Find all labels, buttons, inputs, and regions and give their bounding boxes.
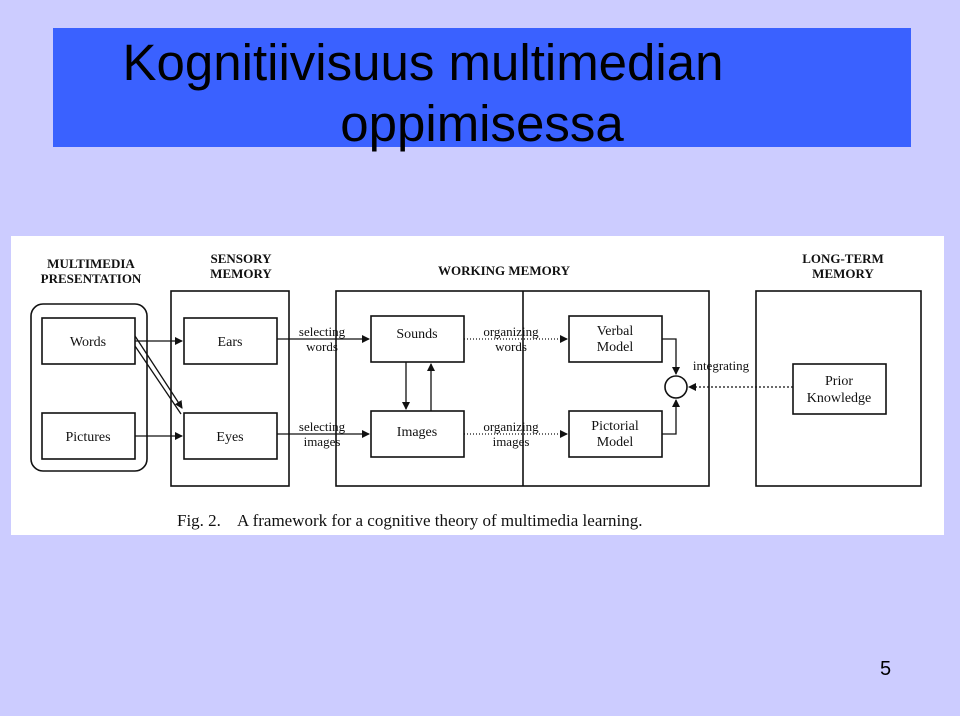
- header-sensory-1: SENSORY: [211, 251, 273, 266]
- arrow-verbal-integrate: [662, 338, 680, 375]
- box-ears: [183, 317, 278, 365]
- label-pictorial-1: Pictorial: [591, 419, 639, 434]
- label-prior-1: Prior: [825, 374, 853, 389]
- label-pictures: Pictures: [65, 430, 110, 445]
- multimedia-presentation-frame: [30, 303, 148, 472]
- title-bar: [53, 28, 911, 147]
- label-words: Words: [70, 335, 106, 350]
- longterm-memory-frame: [755, 290, 922, 487]
- label-pictorial-2: Model: [597, 435, 634, 450]
- arrow-words-eyes: [134, 335, 183, 409]
- slide-title-line-1: Kognitiivisuus multimedian: [122, 34, 724, 91]
- header-longterm-2: MEMORY: [812, 266, 874, 281]
- header-longterm-1: LONG-TERM: [802, 251, 884, 266]
- label-organizing-images-2: images: [493, 434, 530, 449]
- diagram-svg: MULTIMEDIA PRESENTATION SENSORY MEMORY W…: [30, 251, 922, 530]
- label-selecting-images-2: images: [304, 434, 341, 449]
- label-prior-2: Knowledge: [807, 391, 872, 406]
- page-number: 5: [880, 658, 892, 680]
- diagram-figure: MULTIMEDIA PRESENTATION SENSORY MEMORY W…: [11, 236, 944, 535]
- line-words-diagonal-2: [134, 345, 182, 415]
- box-prior-knowledge: [792, 363, 887, 415]
- label-selecting-words-1: selecting: [299, 324, 346, 339]
- label-organizing-words-2: words: [495, 339, 527, 354]
- sensory-memory-frame: [170, 290, 290, 487]
- label-ears: Ears: [218, 335, 243, 350]
- label-sounds: Sounds: [396, 327, 437, 342]
- label-organizing-words-1: organizing: [483, 324, 539, 339]
- slide-title-line-2: oppimisessa: [340, 95, 624, 152]
- label-verbal-1: Verbal: [597, 324, 634, 339]
- box-verbal-model: [568, 315, 663, 363]
- header-multimedia-2: PRESENTATION: [41, 271, 142, 286]
- label-verbal-2: Model: [597, 340, 634, 355]
- label-images: Images: [397, 425, 437, 440]
- header-sensory-2: MEMORY: [210, 266, 272, 281]
- arrow-pictorial-integrate: [662, 399, 680, 435]
- figure-caption: Fig. 2. A framework for a cognitive theo…: [177, 511, 643, 530]
- box-pictorial-model: [568, 410, 663, 458]
- header-multimedia-1: MULTIMEDIA: [47, 256, 135, 271]
- integration-node: [664, 375, 688, 399]
- label-organizing-images-1: organizing: [483, 419, 539, 434]
- label-integrating: integrating: [693, 358, 750, 373]
- header-working-memory: WORKING MEMORY: [438, 263, 571, 278]
- label-selecting-words-2: words: [306, 339, 338, 354]
- label-selecting-images-1: selecting: [299, 419, 346, 434]
- box-eyes: [183, 412, 278, 460]
- label-eyes: Eyes: [216, 430, 243, 445]
